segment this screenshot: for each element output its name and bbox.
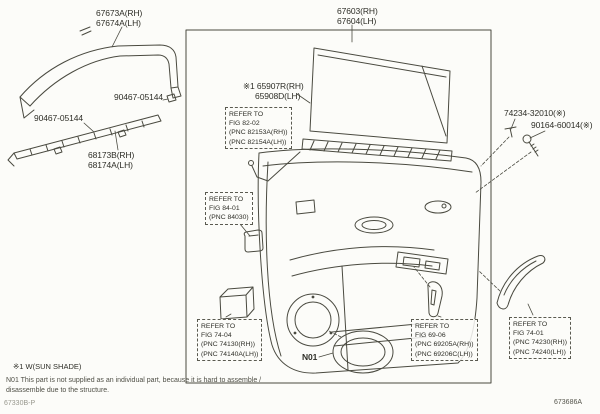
refer-line: (PNC 74130(RH)) bbox=[201, 341, 256, 349]
door-glass-division bbox=[421, 65, 447, 137]
belt-molding-clips bbox=[53, 129, 127, 155]
label-belt-molding: 68173B(RH) 68174A(LH) bbox=[88, 150, 135, 171]
label-door-trim-board: 67603(RH) 67604(LH) bbox=[337, 6, 378, 27]
part-number: 68173B(RH) bbox=[88, 150, 135, 160]
panel-speaker-ring-inner bbox=[294, 301, 332, 339]
refer-line: REFER TO bbox=[415, 323, 450, 330]
label-screw-right: 90164-60014(※) bbox=[531, 120, 593, 131]
refer-box-fig-74-01: REFER TO FIG 74-01 (PNC 74230(RH)) (PNC … bbox=[509, 317, 572, 359]
part-number: 74234-32010(※) bbox=[504, 108, 566, 118]
refer-line: REFER TO bbox=[201, 323, 236, 330]
refer-line: FIG 82-02 bbox=[229, 120, 260, 128]
part-number: 90467-05144 bbox=[34, 113, 84, 123]
refer-line: REFER TO bbox=[513, 321, 548, 328]
refer-box-fig-82-02: REFER TO FIG 82-02 (PNC 82153A(RH)) (PNC… bbox=[225, 107, 292, 149]
footnote-n01-line2: disassemble due to the structure. bbox=[6, 387, 110, 394]
refer-box-fig-74-04: REFER TO FIG 74-04 (PNC 74130(RH)) (PNC … bbox=[197, 319, 263, 361]
label-sunshade: ※1 65907R(RH) 65908D(LH) bbox=[243, 81, 304, 102]
door-pull-cup-inner bbox=[361, 220, 387, 230]
switch-buttons bbox=[402, 256, 441, 271]
panel-crease bbox=[341, 265, 349, 371]
window-run-molding-ends bbox=[19, 86, 182, 119]
dashed-leader-lines bbox=[328, 136, 532, 338]
refer-line: (PNC 82154A(LH)) bbox=[229, 138, 287, 146]
door-glass-inner-line bbox=[317, 54, 447, 78]
part-number: 67673A(RH) bbox=[96, 8, 143, 18]
belt-molding-part bbox=[7, 114, 162, 167]
panel-armrest-curves bbox=[289, 246, 435, 277]
door-glass bbox=[309, 47, 451, 144]
refer-line: REFER TO bbox=[209, 196, 244, 203]
refer-line: (PNC 74230(RH)) bbox=[513, 339, 568, 347]
refer-line: (PNC 82153A(RH)) bbox=[229, 129, 288, 137]
part-number: 90467-05144 bbox=[114, 92, 164, 102]
diagram-frame bbox=[185, 29, 492, 384]
speaker-grille-outer bbox=[332, 330, 394, 374]
armrest-pad-part bbox=[496, 255, 546, 310]
pocket-box-part bbox=[219, 286, 255, 320]
label-retainer-right: 74234-32010(※) bbox=[504, 108, 566, 119]
harness-wire bbox=[251, 151, 301, 182]
part-number: 67603(RH) bbox=[337, 6, 378, 16]
refer-box-fig-69-06: REFER TO FIG 69-06 (PNC 69205A(RH)) (PNC… bbox=[411, 319, 478, 361]
speaker-screw-dots bbox=[293, 295, 333, 335]
retainer-clip-part bbox=[504, 126, 517, 138]
leader-lines bbox=[83, 24, 546, 358]
harness-connector bbox=[248, 160, 254, 166]
lock-knob bbox=[441, 203, 447, 209]
part-number: ※1 65907R(RH) bbox=[243, 81, 304, 91]
refer-line: FIG 74-01 bbox=[513, 330, 544, 338]
door-pull-cup bbox=[354, 216, 394, 234]
panel-speaker-ring-outer bbox=[286, 293, 340, 347]
refer-line: FIG 84-01 bbox=[209, 205, 240, 213]
refer-line: FIG 69-06 bbox=[415, 332, 446, 340]
label-clip-upper: 90467-05144 bbox=[114, 92, 164, 103]
refer-line: (PNC 74240(LH)) bbox=[513, 348, 566, 356]
clip-glyph-upper bbox=[166, 93, 177, 103]
footer-right-code: 673686A bbox=[554, 399, 583, 406]
belt-molding-hatch bbox=[29, 120, 145, 156]
sunshade-strip bbox=[301, 138, 453, 162]
speaker-grille-inner bbox=[340, 337, 386, 367]
label-window-frame-molding: 67673A(RH) 67674A(LH) bbox=[96, 8, 143, 29]
refer-box-fig-84-01: REFER TO FIG 84-01 (PNC 84030) bbox=[205, 192, 253, 225]
window-run-molding-outer bbox=[19, 44, 179, 98]
refer-line: (PNC 84030) bbox=[209, 214, 249, 222]
part-number: 67604(LH) bbox=[337, 15, 377, 26]
part-number: 67674A(LH) bbox=[96, 17, 141, 28]
part-number: 90164-60014(※) bbox=[531, 120, 593, 130]
part-number: 68174A(LH) bbox=[88, 159, 133, 170]
switch-bezel bbox=[395, 251, 449, 275]
inside-handle-bezel-part bbox=[427, 281, 443, 318]
refer-line: FIG 74-04 bbox=[201, 332, 232, 340]
panel-top-band bbox=[262, 161, 473, 173]
refer-line: (PNC 74140A(LH)) bbox=[201, 350, 259, 358]
screw-part bbox=[522, 134, 539, 157]
label-clip-lower: 90467-05144 bbox=[34, 113, 84, 124]
part-number: 65908D(LH) bbox=[255, 90, 301, 101]
reflector-detail bbox=[295, 199, 316, 215]
window-run-molding-inner bbox=[29, 54, 172, 107]
inside-handle-recess bbox=[424, 200, 452, 214]
footnote-marker: ※1 W(SUN SHADE) bbox=[13, 362, 82, 371]
part-number: N01 bbox=[302, 352, 318, 362]
label-n01: N01 bbox=[302, 352, 318, 363]
refer-line: REFER TO bbox=[229, 111, 264, 118]
courtesy-lamp-part bbox=[243, 229, 264, 253]
panel-left-inner bbox=[265, 161, 282, 357]
small-clip-marks bbox=[79, 26, 92, 36]
refer-line: (PNC 69206C(LH)) bbox=[415, 350, 473, 358]
footer-left-code: 67330B-P bbox=[4, 400, 36, 407]
footnote-n01-line1: N01 This part is not supplied as an indi… bbox=[6, 377, 262, 384]
refer-line: (PNC 69205A(RH)) bbox=[415, 341, 474, 349]
